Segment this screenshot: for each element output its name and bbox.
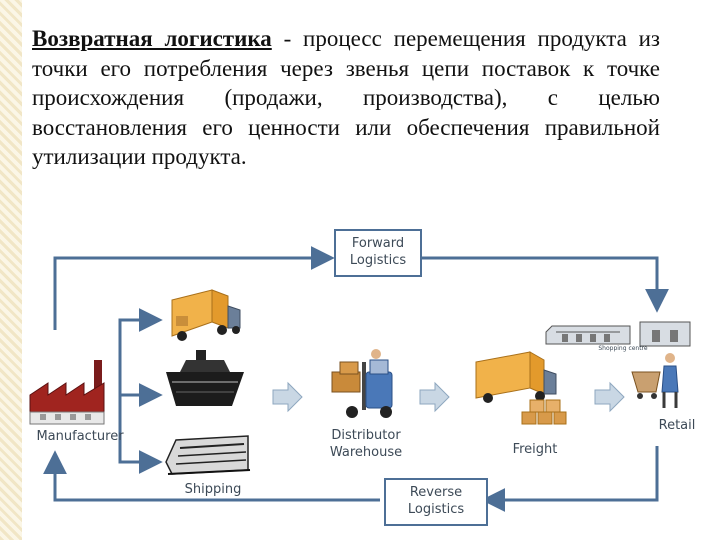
definition-term: Возвратная логистика (32, 26, 272, 51)
reverse-logistics-box: Reverse Logistics (384, 478, 488, 526)
reverse-flow-line-left (43, 450, 380, 502)
train-icon (165, 435, 251, 475)
forward-logistics-line2: Logistics (349, 253, 407, 268)
branch-arrow-truck (118, 308, 163, 395)
shopper-icon (631, 353, 679, 408)
truck-icon (171, 289, 241, 341)
boxes-icon (521, 399, 567, 425)
forward-flow-line-right (420, 256, 669, 313)
forward-logistics-box: Forward Logistics (334, 229, 422, 277)
factory-icon (29, 360, 105, 425)
definition-paragraph: Возвратная логистика - процесс перемещен… (32, 24, 660, 172)
reverse-logistics-line1: Reverse (409, 485, 463, 500)
block-arrow-to-retail (594, 381, 625, 413)
distributor-label-line1: Distributor (331, 428, 401, 443)
definition-text: - процесс перемещения продукта из точки … (32, 26, 660, 169)
freight-label: Freight (512, 442, 558, 457)
manufacturer-label: Manufacturer (36, 429, 124, 444)
forklift-icon (331, 349, 393, 418)
shopping-centre-icon (545, 321, 691, 347)
forward-logistics-line1: Forward (351, 236, 405, 251)
distributor-label-line2: Warehouse (329, 445, 403, 460)
branch-arrow-train (118, 395, 163, 474)
retail-label: Retail (658, 418, 696, 433)
forward-flow-line-left (53, 246, 335, 330)
block-arrow-to-freight (419, 381, 450, 413)
shipping-label: Shipping (184, 482, 242, 497)
reverse-flow-line-right (481, 446, 659, 512)
shopping-centre-sign: Shopping centre (598, 345, 648, 352)
block-arrow-to-distributor (272, 381, 303, 413)
ship-icon (166, 350, 244, 406)
freight-truck-icon (475, 351, 557, 403)
reverse-logistics-line2: Logistics (407, 502, 465, 517)
decorative-side-stripe (0, 0, 22, 540)
